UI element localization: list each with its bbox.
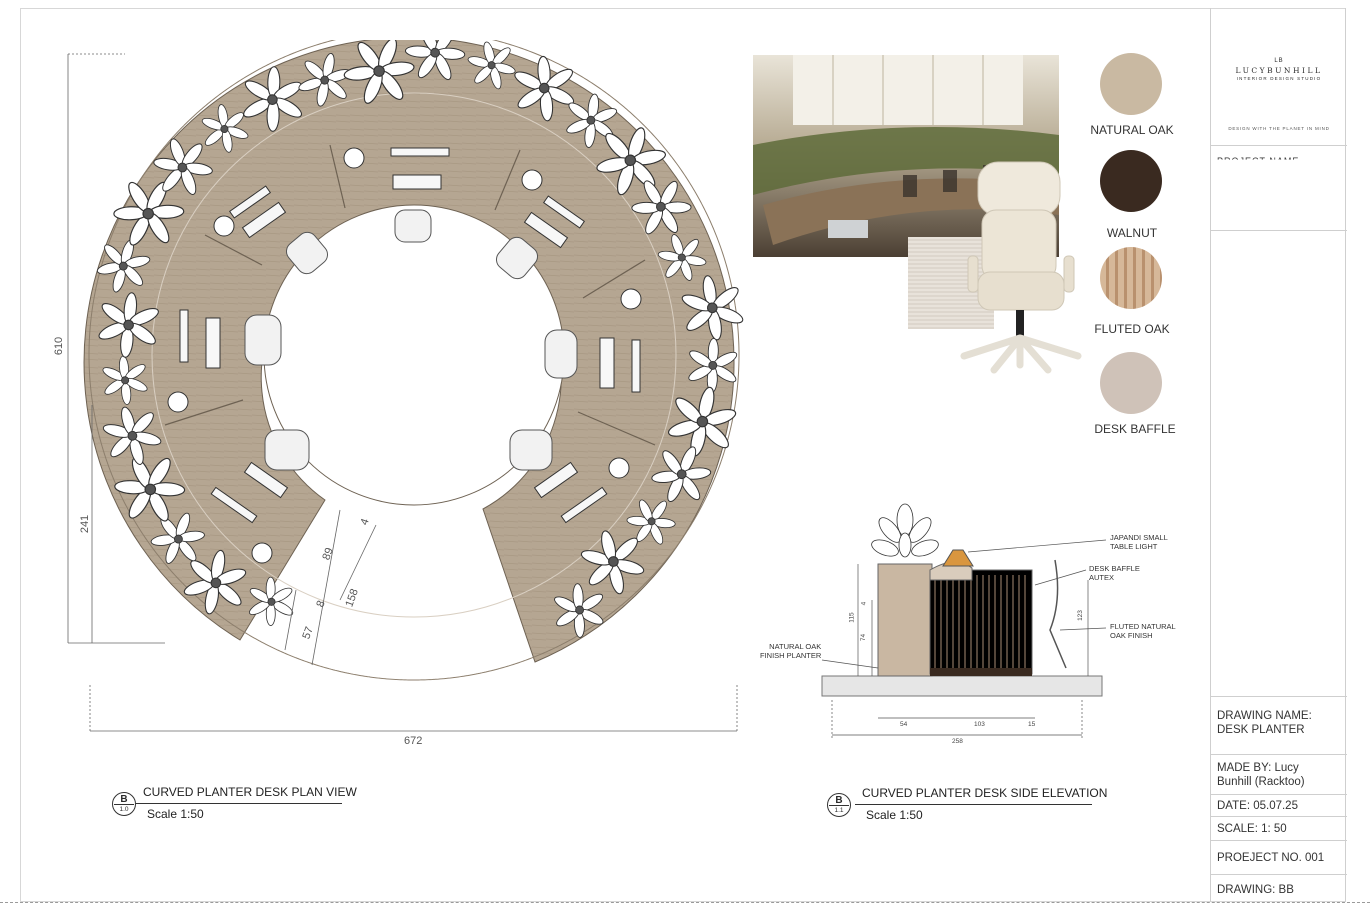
- plant-cluster: [102, 406, 162, 465]
- plant-cluster: [201, 104, 249, 153]
- plant-cluster: [98, 292, 159, 358]
- elev-dim-h2: 74: [860, 633, 868, 642]
- elev-dim-h1: 115: [848, 612, 856, 623]
- bubble-divider: [114, 804, 134, 805]
- bubble-number: 1.0: [119, 806, 129, 813]
- plant-cluster: [554, 583, 604, 638]
- note-planter-finish: NATURAL OAK FINISH PLANTER: [760, 642, 822, 660]
- plant-cluster: [467, 41, 516, 90]
- side-elevation-drawing: [821, 503, 1107, 738]
- drawing-by-cell: DRAWING: BB: [1211, 874, 1347, 902]
- swatch-label-natural-oak: NATURAL OAK: [1090, 123, 1174, 137]
- plant-cluster: [566, 93, 618, 148]
- plant-cluster: [343, 40, 415, 104]
- bubble-number: 1.1: [834, 807, 844, 814]
- note-table-light: JAPANDI SMALL TABLE LIGHT: [1110, 533, 1168, 551]
- swatch-desk-baffle: [1100, 352, 1162, 414]
- drawing-name-cell: DRAWING NAME: DESK PLANTER: [1211, 696, 1347, 754]
- plant-cluster: [150, 512, 205, 564]
- dim-lower-height: 241: [79, 514, 92, 534]
- plant-cluster: [183, 549, 247, 615]
- plant-cluster: [580, 530, 645, 595]
- swatch-walnut: [1100, 150, 1162, 212]
- elevation-title: CURVED PLANTER DESK SIDE ELEVATION: [862, 786, 1108, 800]
- made-by-cell: MADE BY: Lucy Bunhill (Racktoo): [1211, 754, 1347, 794]
- bubble-letter: B: [835, 795, 843, 806]
- swatch-label-desk-baffle: DESK BAFFLE: [1094, 422, 1176, 436]
- plant-cluster: [688, 337, 738, 393]
- logo-subtitle: INTERIOR DESIGN STUDIO: [1236, 76, 1322, 81]
- plant-cluster: [243, 66, 303, 132]
- plant-cluster: [668, 386, 737, 457]
- elev-dim-total: 258: [952, 738, 963, 745]
- date-cell: DATE: 05.07.25: [1211, 794, 1347, 816]
- note-fluted-finish: FLUTED NATURAL OAK FINISH: [1110, 622, 1176, 640]
- bubble-letter: B: [120, 794, 128, 805]
- note-desk-baffle: DESK BAFFLE AUTEX: [1089, 564, 1140, 582]
- project-name-heading: PROJECT NAME: [1217, 156, 1300, 166]
- plan-view-title: CURVED PLANTER DESK PLAN VIEW: [143, 785, 357, 799]
- bubble-divider: [829, 805, 849, 806]
- project-name-cell: PROJECT NAME: [1211, 145, 1347, 230]
- scale-cell: SCALE: 1: 50: [1211, 816, 1347, 840]
- plant-cluster: [249, 576, 294, 626]
- plant-cluster: [102, 355, 148, 405]
- elev-dim-h3: 4: [860, 601, 868, 606]
- plant-cluster: [96, 239, 151, 293]
- logo-monogram: LB: [1274, 58, 1284, 64]
- elev-dim-a: 54: [900, 721, 908, 728]
- plant-cluster: [651, 446, 712, 503]
- sheet-cut-line: [0, 902, 1370, 903]
- plant-cluster: [114, 457, 186, 522]
- elevation-underline: [855, 804, 1092, 805]
- plant-cluster: [631, 180, 692, 235]
- plant-cluster: [113, 181, 185, 246]
- plant-cluster: [404, 40, 466, 81]
- plant-cluster: [681, 275, 744, 341]
- swatch-label-fluted-oak: FLUTED OAK: [1094, 322, 1170, 336]
- logo-tagline: DESIGN WITH THE PLANET IN MIND: [1228, 126, 1330, 131]
- elev-dim-b: 103: [974, 721, 985, 728]
- elevation-bubble: B 1.1: [827, 793, 851, 817]
- elev-dim-h4: 123: [1076, 610, 1084, 621]
- plant-cluster: [153, 138, 213, 195]
- elevation-scale: Scale 1:50: [866, 808, 923, 822]
- project-number-cell: PROEJECT NO. 001: [1211, 840, 1347, 874]
- plant-cluster: [596, 127, 667, 196]
- elev-dim-c: 15: [1028, 721, 1036, 728]
- dim-width: 672: [404, 735, 423, 747]
- plant-cluster: [298, 53, 351, 107]
- drawing-sheet: [20, 8, 1346, 902]
- plan-view-drawing: [67, 40, 744, 732]
- logo-studio-name: LUCYBUNHILL: [1235, 66, 1323, 75]
- plan-view-bubble: B 1.0: [112, 792, 136, 816]
- office-chair-image: [960, 161, 1082, 374]
- dim-height: 610: [53, 336, 66, 356]
- swatch-natural-oak: [1100, 53, 1162, 115]
- plan-view-underline: [136, 803, 342, 804]
- plant-cluster: [626, 499, 676, 545]
- plan-view-scale: Scale 1:50: [147, 807, 204, 821]
- plant-cluster: [657, 234, 707, 281]
- plant-cluster: [514, 55, 575, 122]
- title-block: LB LUCYBUNHILL INTERIOR DESIGN STUDIO DE…: [1210, 8, 1347, 902]
- swatch-fluted-oak: [1100, 247, 1162, 309]
- swatch-label-walnut: WALNUT: [1106, 226, 1158, 240]
- title-block-blank: [1211, 230, 1347, 696]
